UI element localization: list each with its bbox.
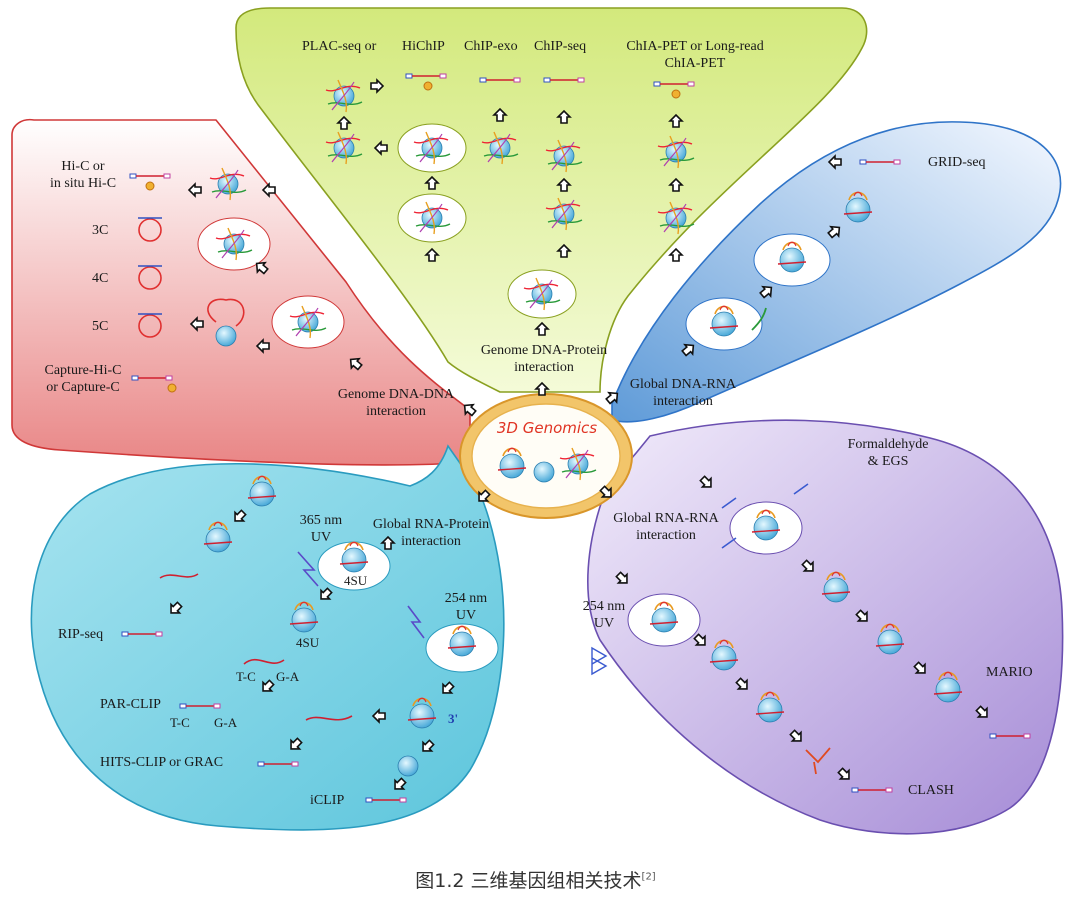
- label-ga: G-A: [276, 669, 300, 684]
- method-hic-line2: in situ Hi-C: [49, 176, 117, 191]
- fixative-label: Formaldehyde & EGS: [836, 436, 940, 470]
- uv-254-rr: 254 nm UV: [576, 598, 632, 632]
- diagram-canvas: [11, 7, 1064, 835]
- label-4su: 4SU: [344, 573, 368, 588]
- method-capture-line1: Capture-Hi-C: [44, 363, 122, 378]
- fixative-line2: & EGS: [867, 454, 909, 469]
- rna-rna-heading: Global RNA-RNA interaction: [604, 510, 728, 544]
- uv-254-rnp-line2: UV: [455, 608, 477, 623]
- method-mario: MARIO: [986, 665, 1033, 680]
- rna-rna-heading-line2: interaction: [636, 528, 696, 543]
- dna-protein-heading-line1: Genome DNA-Protein: [480, 343, 608, 358]
- rna-protein-heading: Global RNA-Protein interaction: [362, 516, 500, 550]
- method-hic-line1: Hi-C or: [61, 159, 105, 174]
- label-ga-2: G-A: [214, 715, 238, 730]
- uv-254-rnp-line1: 254 nm: [444, 591, 488, 606]
- caption-text: 图1.2 三维基因组相关技术: [415, 870, 642, 892]
- dna-dna-heading: Genome DNA-DNA interaction: [326, 386, 466, 420]
- petal-dna-protein: [235, 7, 868, 393]
- uv-365: 365 nm UV: [296, 512, 346, 546]
- method-plac: PLAC-seq or: [302, 39, 377, 54]
- method-chia-pet: ChIA-PET or Long-read ChIA-PET: [610, 38, 780, 72]
- rna-protein-heading-line1: Global RNA-Protein: [372, 517, 490, 532]
- rna-protein-figures: [121, 475, 499, 803]
- method-chia-line1: ChIA-PET or Long-read: [626, 39, 764, 54]
- dna-protein-heading: Genome DNA-Protein interaction: [460, 342, 628, 376]
- dna-rna-heading-line1: Global DNA-RNA: [629, 377, 737, 392]
- method-clash: CLASH: [908, 783, 954, 798]
- method-capture-line2: or Capture-C: [46, 380, 120, 395]
- figure-caption: 图1.2 三维基因组相关技术[2]: [0, 866, 1071, 893]
- label-4su-2: 4SU: [296, 635, 320, 650]
- method-rip-seq: RIP-seq: [58, 627, 104, 642]
- uv-254-rr-line2: UV: [593, 616, 615, 631]
- method-5c: 5C: [92, 319, 109, 334]
- dna-dna-heading-line1: Genome DNA-DNA: [337, 387, 455, 402]
- method-chip-exo: ChIP-exo: [464, 39, 518, 54]
- rna-rna-heading-line1: Global RNA-RNA: [613, 511, 719, 526]
- dna-protein-heading-line2: interaction: [514, 360, 574, 375]
- method-hic: Hi-C or in situ Hi-C: [44, 158, 122, 192]
- method-chip-seq: ChIP-seq: [534, 39, 587, 54]
- uv-365-line2: UV: [310, 530, 332, 545]
- rna-protein-heading-line2: interaction: [401, 534, 461, 549]
- dna-dna-heading-line2: interaction: [366, 404, 426, 419]
- label-tc-2: T-C: [170, 715, 190, 730]
- diagram-stage: 3D Genomics Genome DNA-DNA interaction H…: [11, 7, 1064, 835]
- method-4c: 4C: [92, 271, 109, 286]
- label-three-prime: 3': [448, 711, 459, 726]
- rna-rna-figures: [591, 473, 1031, 793]
- center-title: 3D Genomics: [496, 419, 598, 437]
- dna-rna-heading-line2: interaction: [653, 394, 713, 409]
- label-tc: T-C: [236, 669, 256, 684]
- dna-rna-heading: Global DNA-RNA interaction: [624, 376, 742, 410]
- petal-rna-rna: [587, 419, 1064, 835]
- dna-rna-figures: [679, 155, 901, 359]
- center-hub: [459, 393, 633, 519]
- uv-254-rr-line1: 254 nm: [582, 599, 626, 614]
- caption-ref: [2]: [641, 871, 656, 883]
- uv-254-rnp: 254 nm UV: [440, 590, 492, 624]
- uv-365-line1: 365 nm: [299, 513, 343, 528]
- dna-dna-figures: [129, 167, 365, 393]
- method-hichip: HiChIP: [402, 39, 445, 54]
- method-capture: Capture-Hi-C or Capture-C: [32, 362, 134, 396]
- dna-protein-figures: [325, 73, 695, 336]
- method-iclip: iCLIP: [310, 793, 345, 808]
- method-grid-seq: GRID-seq: [928, 155, 986, 170]
- method-3c: 3C: [92, 223, 109, 238]
- method-hits-clip: HITS-CLIP or GRAC: [100, 755, 224, 770]
- method-par-clip: PAR-CLIP: [100, 697, 161, 712]
- method-chia-line2: ChIA-PET: [664, 56, 726, 71]
- fixative-line1: Formaldehyde: [847, 437, 929, 452]
